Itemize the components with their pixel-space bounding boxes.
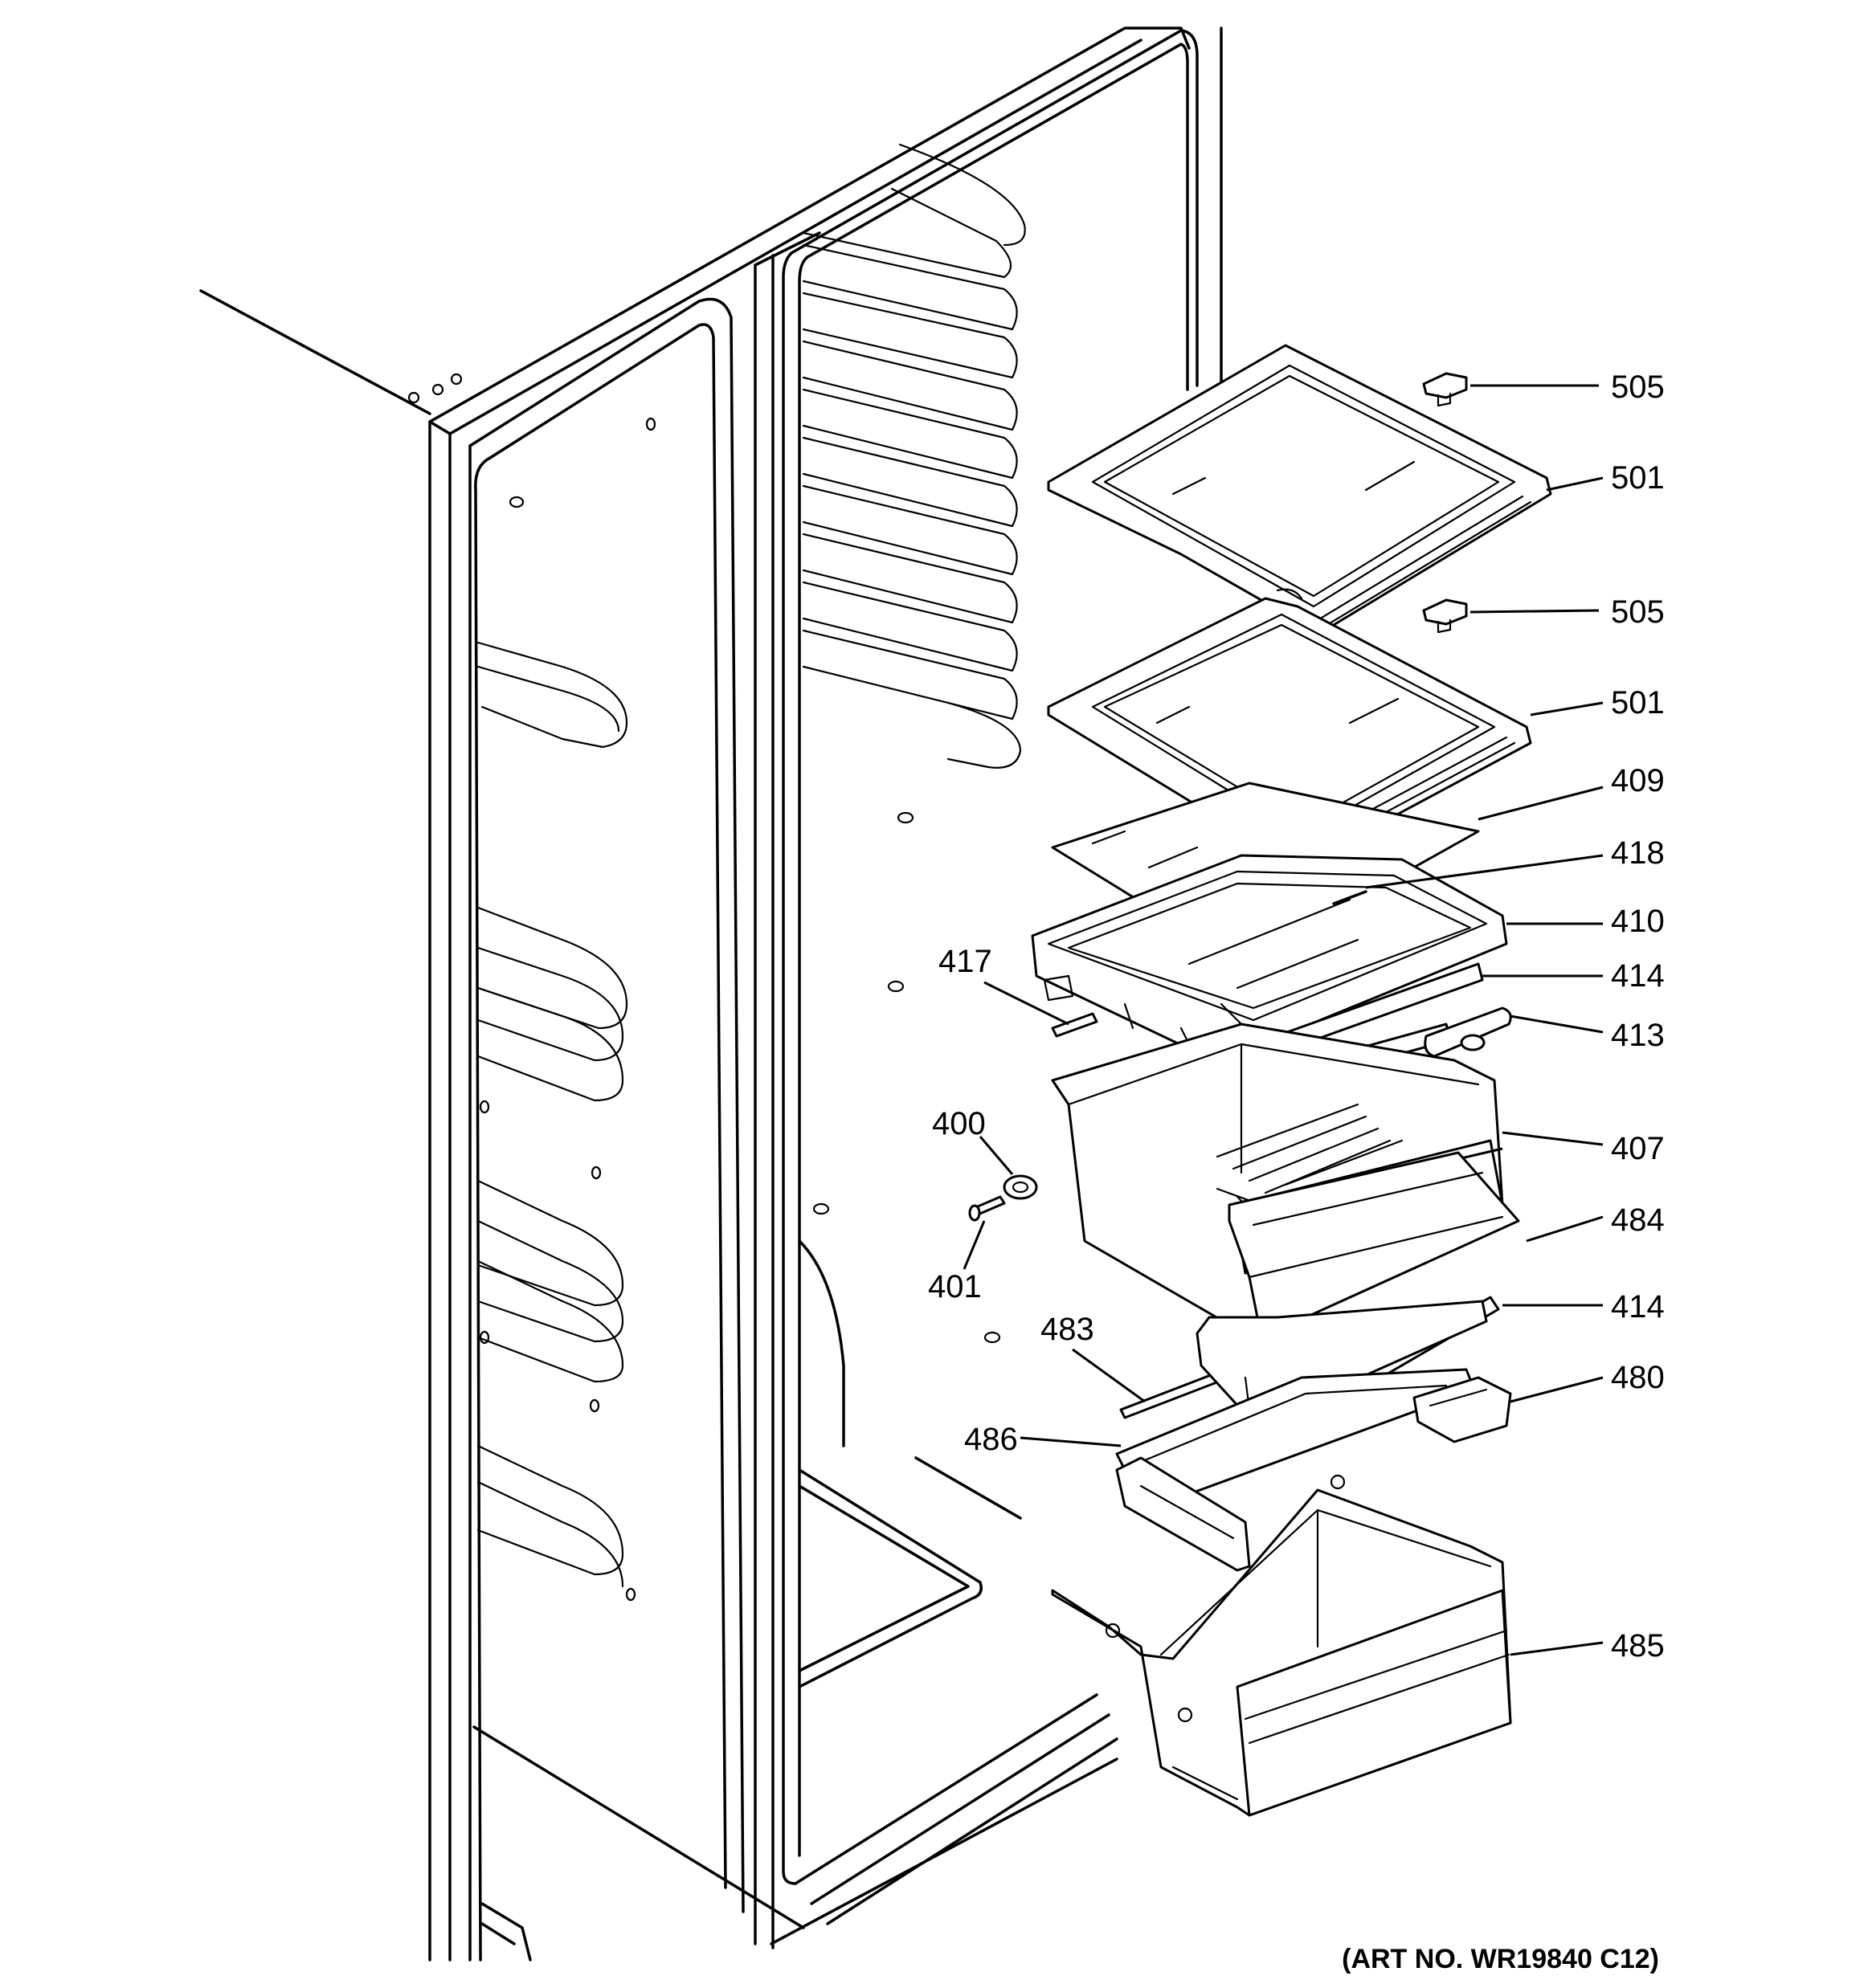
rod-417	[1051, 1012, 1098, 1038]
leader-lines	[963, 384, 1604, 1656]
callout-486: 486	[964, 1422, 1018, 1457]
callout-483: 483	[1040, 1312, 1094, 1347]
callout-484: 484	[1611, 1202, 1665, 1238]
shelf-clip-505-lower	[1422, 598, 1468, 634]
callout-413: 413	[1611, 1018, 1665, 1053]
screw-401	[968, 1195, 1006, 1222]
shelf-501-upper	[1047, 344, 1552, 636]
shelf-clip-505-upper	[1422, 372, 1468, 407]
callout-480: 480	[1611, 1360, 1665, 1395]
slide-rail-480	[1115, 1376, 1512, 1572]
callout-401: 401	[928, 1269, 982, 1304]
callout-409: 409	[1611, 763, 1665, 798]
callout-414-lower: 414	[1611, 1289, 1665, 1325]
callout-417: 417	[938, 944, 992, 979]
callout-501-lower: 501	[1611, 685, 1665, 720]
callout-410: 410	[1611, 904, 1665, 939]
callout-485: 485	[1611, 1628, 1665, 1663]
callout-414-upper: 414	[1611, 958, 1665, 994]
callout-labels: 505 501 505 501 409 418 410 414 413 417 …	[928, 369, 1665, 1974]
rod-418	[1332, 890, 1367, 905]
callout-407: 407	[1611, 1131, 1665, 1166]
callout-505-upper: 505	[1611, 369, 1665, 405]
callout-400: 400	[932, 1106, 986, 1141]
callout-418: 418	[1611, 835, 1665, 871]
refrigerator-cabinet	[199, 27, 1223, 1961]
callout-501-upper: 501	[1611, 460, 1665, 496]
meat-pan-485	[1051, 1474, 1512, 1817]
humidity-control-413	[1424, 1006, 1512, 1058]
spacer-400	[1003, 1174, 1038, 1200]
callout-505-lower: 505	[1611, 594, 1665, 630]
art-number: (ART NO. WR19840 C12)	[1342, 1944, 1659, 1974]
